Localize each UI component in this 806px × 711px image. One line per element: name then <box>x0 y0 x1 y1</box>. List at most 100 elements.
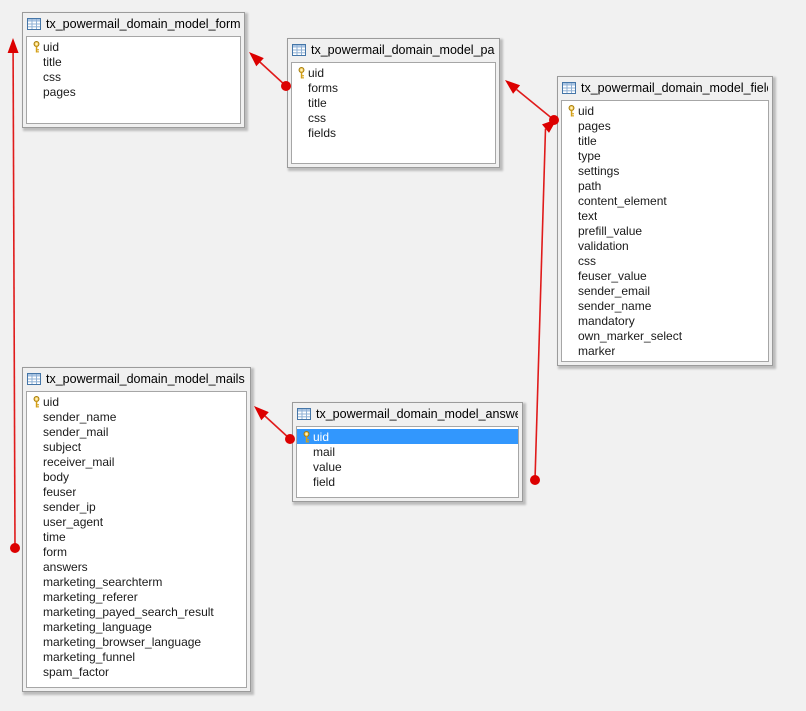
field-row-sender_name[interactable]: sender_name <box>27 409 246 424</box>
field-row-forms[interactable]: forms <box>292 80 495 95</box>
relation-line <box>534 128 547 481</box>
field-row-uid[interactable]: uid <box>297 429 518 444</box>
key-icon <box>29 395 43 408</box>
arrowhead-icon <box>505 80 521 94</box>
arrowhead-icon <box>249 52 264 67</box>
field-name: body <box>43 469 70 484</box>
field-name: sender_ip <box>43 499 96 514</box>
arrowhead-icon <box>7 38 19 53</box>
field-name: css <box>578 253 596 268</box>
relation-origin-dot <box>10 543 20 553</box>
field-row-pages[interactable]: pages <box>27 84 240 99</box>
field-row-time[interactable]: time <box>27 529 246 544</box>
field-row-feuser[interactable]: feuser <box>27 484 246 499</box>
field-name: marketing_searchterm <box>43 574 163 589</box>
arrowhead-icon <box>542 119 557 133</box>
table-title: tx_powermail_domain_model_answers <box>316 407 518 421</box>
field-name: time <box>43 529 66 544</box>
field-row-sender_name[interactable]: sender_name <box>562 298 768 313</box>
relationship-answers-fields[interactable] <box>530 119 557 485</box>
field-row-field[interactable]: field <box>297 474 518 489</box>
field-row-body[interactable]: body <box>27 469 246 484</box>
field-row-css[interactable]: css <box>27 69 240 84</box>
field-row-sender_mail[interactable]: sender_mail <box>27 424 246 439</box>
field-row-form[interactable]: form <box>27 544 246 559</box>
field-row-pages[interactable]: pages <box>562 118 768 133</box>
field-row-marketing_browser_language[interactable]: marketing_browser_language <box>27 634 246 649</box>
field-row-marketing_funnel[interactable]: marketing_funnel <box>27 649 246 664</box>
field-row-mail[interactable]: mail <box>297 444 518 459</box>
field-row-own_marker_select[interactable]: own_marker_select <box>562 328 768 343</box>
field-row-settings[interactable]: settings <box>562 163 768 178</box>
field-row-uid[interactable]: uid <box>562 103 768 118</box>
field-row-spam_factor[interactable]: spam_factor <box>27 664 246 679</box>
field-row-title[interactable]: title <box>292 95 495 110</box>
field-row-content_element[interactable]: content_element <box>562 193 768 208</box>
field-row-validation[interactable]: validation <box>562 238 768 253</box>
key-icon <box>299 430 313 443</box>
field-name: settings <box>578 163 620 178</box>
field-name: form <box>43 544 67 559</box>
field-name: pages <box>578 118 611 133</box>
field-row-user_agent[interactable]: user_agent <box>27 514 246 529</box>
field-row-marker[interactable]: marker <box>562 343 768 358</box>
table-icon <box>292 44 306 56</box>
field-row-title[interactable]: title <box>27 54 240 69</box>
field-name: sender_name <box>578 298 652 313</box>
field-row-feuser_value[interactable]: feuser_value <box>562 268 768 283</box>
field-name: sender_mail <box>43 424 109 439</box>
field-row-answers[interactable]: answers <box>27 559 246 574</box>
field-name: mandatory <box>578 313 635 328</box>
field-row-receiver_mail[interactable]: receiver_mail <box>27 454 246 469</box>
key-icon <box>294 66 308 79</box>
field-row-uid[interactable]: uid <box>27 394 246 409</box>
field-name: spam_factor <box>43 664 110 679</box>
table-header-answers[interactable]: tx_powermail_domain_model_answers <box>293 403 522 425</box>
field-row-title[interactable]: title <box>562 133 768 148</box>
field-row-path[interactable]: path <box>562 178 768 193</box>
field-row-value[interactable]: value <box>297 459 518 474</box>
field-row-uid[interactable]: uid <box>292 65 495 80</box>
relationship-pages-forms[interactable] <box>249 52 291 91</box>
field-row-marketing_referer[interactable]: marketing_referer <box>27 589 246 604</box>
relationship-answers-mails[interactable] <box>254 406 295 444</box>
field-row-prefill_value[interactable]: prefill_value <box>562 223 768 238</box>
relationship-fields-pages[interactable] <box>505 80 559 125</box>
field-name: validation <box>578 238 629 253</box>
field-name: uid <box>43 39 60 54</box>
field-row-marketing_searchterm[interactable]: marketing_searchterm <box>27 574 246 589</box>
field-row-mandatory[interactable]: mandatory <box>562 313 768 328</box>
field-name: sender_email <box>578 283 651 298</box>
relation-origin-dot <box>530 475 540 485</box>
field-row-type[interactable]: type <box>562 148 768 163</box>
field-name: uid <box>313 429 330 444</box>
field-row-sender_email[interactable]: sender_email <box>562 283 768 298</box>
field-name: type <box>578 148 601 163</box>
field-row-css[interactable]: css <box>562 253 768 268</box>
field-row-css[interactable]: css <box>292 110 495 125</box>
table-header-forms[interactable]: tx_powermail_domain_model_forms <box>23 13 244 35</box>
field-row-sender_ip[interactable]: sender_ip <box>27 499 246 514</box>
table-header-mails[interactable]: tx_powermail_domain_model_mails <box>23 368 250 390</box>
relationship-mails-forms[interactable] <box>7 38 20 553</box>
table-header-fields[interactable]: tx_powermail_domain_model_fields <box>558 77 772 99</box>
field-name: uid <box>43 394 60 409</box>
field-name: fields <box>308 125 337 140</box>
field-row-marketing_payed_search_result[interactable]: marketing_payed_search_result <box>27 604 246 619</box>
field-name: marketing_payed_search_result <box>43 604 214 619</box>
field-row-uid[interactable]: uid <box>27 39 240 54</box>
field-row-subject[interactable]: subject <box>27 439 246 454</box>
field-row-fields[interactable]: fields <box>292 125 495 140</box>
table-header-pages[interactable]: tx_powermail_domain_model_pages <box>288 39 499 61</box>
field-row-marketing_language[interactable]: marketing_language <box>27 619 246 634</box>
table-icon <box>562 82 576 94</box>
field-name: receiver_mail <box>43 454 115 469</box>
field-row-text[interactable]: text <box>562 208 768 223</box>
